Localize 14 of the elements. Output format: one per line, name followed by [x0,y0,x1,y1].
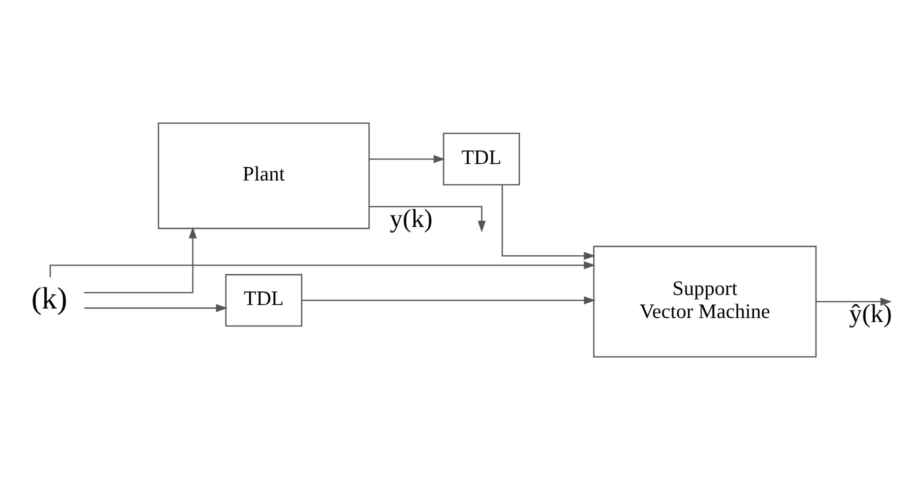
arrow [502,184,596,260]
arrow [84,304,228,312]
arrow [84,226,197,293]
node-box: TDL [225,274,302,326]
arrow [369,154,446,163]
node-box: Support Vector Machine [593,245,817,357]
arrow [370,205,486,232]
arrow [816,297,892,306]
node-text: (k) [31,280,68,315]
node-box: TDL [442,132,520,185]
node-box: Plant [158,122,370,229]
edge-label: ŷ(k) [849,298,892,328]
edge-label: y(k) [390,204,433,233]
arrow [302,296,596,304]
